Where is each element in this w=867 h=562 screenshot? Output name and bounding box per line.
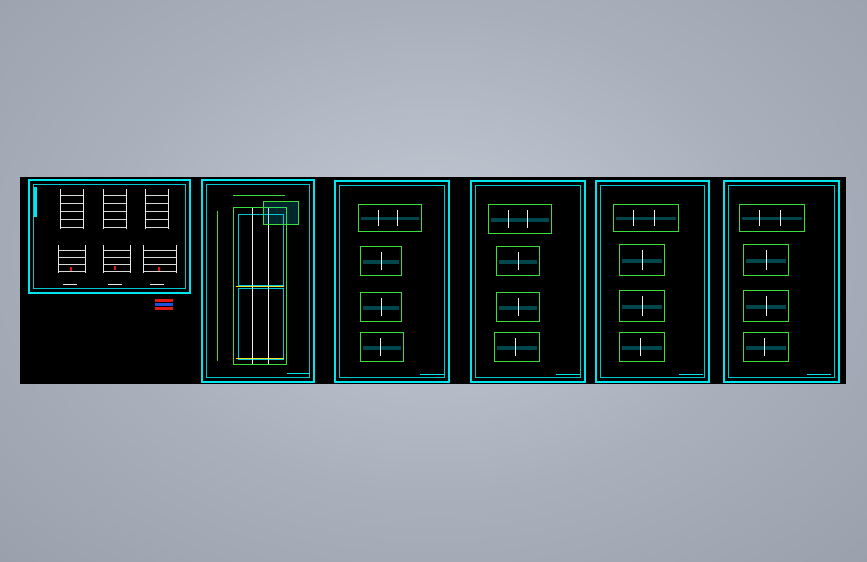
sheet-inner-border: [339, 185, 445, 378]
floor-plan-level-1: [739, 204, 805, 232]
floor-plan-level-4: [360, 332, 404, 362]
title-block: [420, 374, 444, 381]
wing-plan: [263, 201, 299, 225]
title-block: [556, 374, 580, 381]
yellow-pipe: [236, 286, 284, 287]
wall-line: [252, 208, 253, 364]
floor-plan-level-3: [619, 290, 665, 322]
dimension-line: [233, 195, 285, 196]
red-marker: [70, 267, 72, 271]
red-marker: [158, 267, 160, 271]
floor-plan-level-3: [496, 292, 540, 322]
floor-plan-level-2: [496, 246, 540, 276]
blue-legend-bar: [155, 303, 173, 306]
riser-diagram-6: [143, 245, 177, 273]
yellow-pipe: [236, 358, 284, 359]
drawing-sheet-ground-plan[interactable]: [201, 179, 315, 383]
floor-plan-level-4: [494, 332, 540, 362]
riser-diagram-4: [58, 245, 86, 273]
sheet-inner-border: [33, 184, 186, 289]
floor-plan-level-3: [360, 292, 402, 322]
floor-plan-level-4: [619, 332, 665, 362]
sheet-inner-border: [600, 185, 705, 378]
wall-line: [268, 208, 269, 364]
floor-plan-level-1: [358, 204, 422, 232]
red-legend-bar: [155, 299, 173, 302]
floor-plan-level-2: [743, 244, 789, 276]
floor-plan-level-1: [488, 204, 552, 234]
pipe-run: [238, 288, 284, 360]
sheet-inner-border: [728, 185, 835, 378]
caption-line: [150, 284, 164, 285]
ground-plan-outline: [233, 207, 287, 365]
sheet-inner-border: [206, 184, 310, 378]
sheet-inner-border: [475, 185, 581, 378]
title-block: [679, 374, 703, 381]
drawing-sheet-floor-plans-b[interactable]: [470, 180, 586, 383]
floor-plan-level-4: [743, 332, 789, 362]
floor-plan-level-1: [613, 204, 679, 232]
drawing-sheet-floor-plans-c[interactable]: [595, 180, 710, 383]
dimension-axis: [217, 211, 218, 361]
title-block: [287, 373, 309, 380]
red-legend-bar: [155, 307, 173, 310]
riser-diagram-3: [145, 189, 169, 229]
floor-plan-level-2: [619, 244, 665, 276]
sheet-side-strip: [34, 187, 37, 217]
drawing-sheet-floor-plans-a[interactable]: [334, 180, 450, 383]
riser-diagram-2: [103, 189, 127, 229]
pipe-run: [238, 214, 284, 286]
cad-drawing-canvas[interactable]: [20, 177, 846, 384]
riser-diagram-1: [60, 189, 84, 229]
floor-plan-level-3: [743, 290, 789, 322]
title-block: [807, 374, 831, 381]
drawing-sheet-floor-plans-d[interactable]: [723, 180, 840, 383]
floor-plan-level-2: [360, 246, 402, 276]
caption-line: [108, 284, 122, 285]
drawing-sheet-elevations[interactable]: [28, 179, 191, 294]
red-marker: [114, 266, 116, 270]
riser-diagram-5: [103, 245, 131, 273]
legend-stamp: [155, 299, 173, 311]
caption-line: [63, 284, 77, 285]
